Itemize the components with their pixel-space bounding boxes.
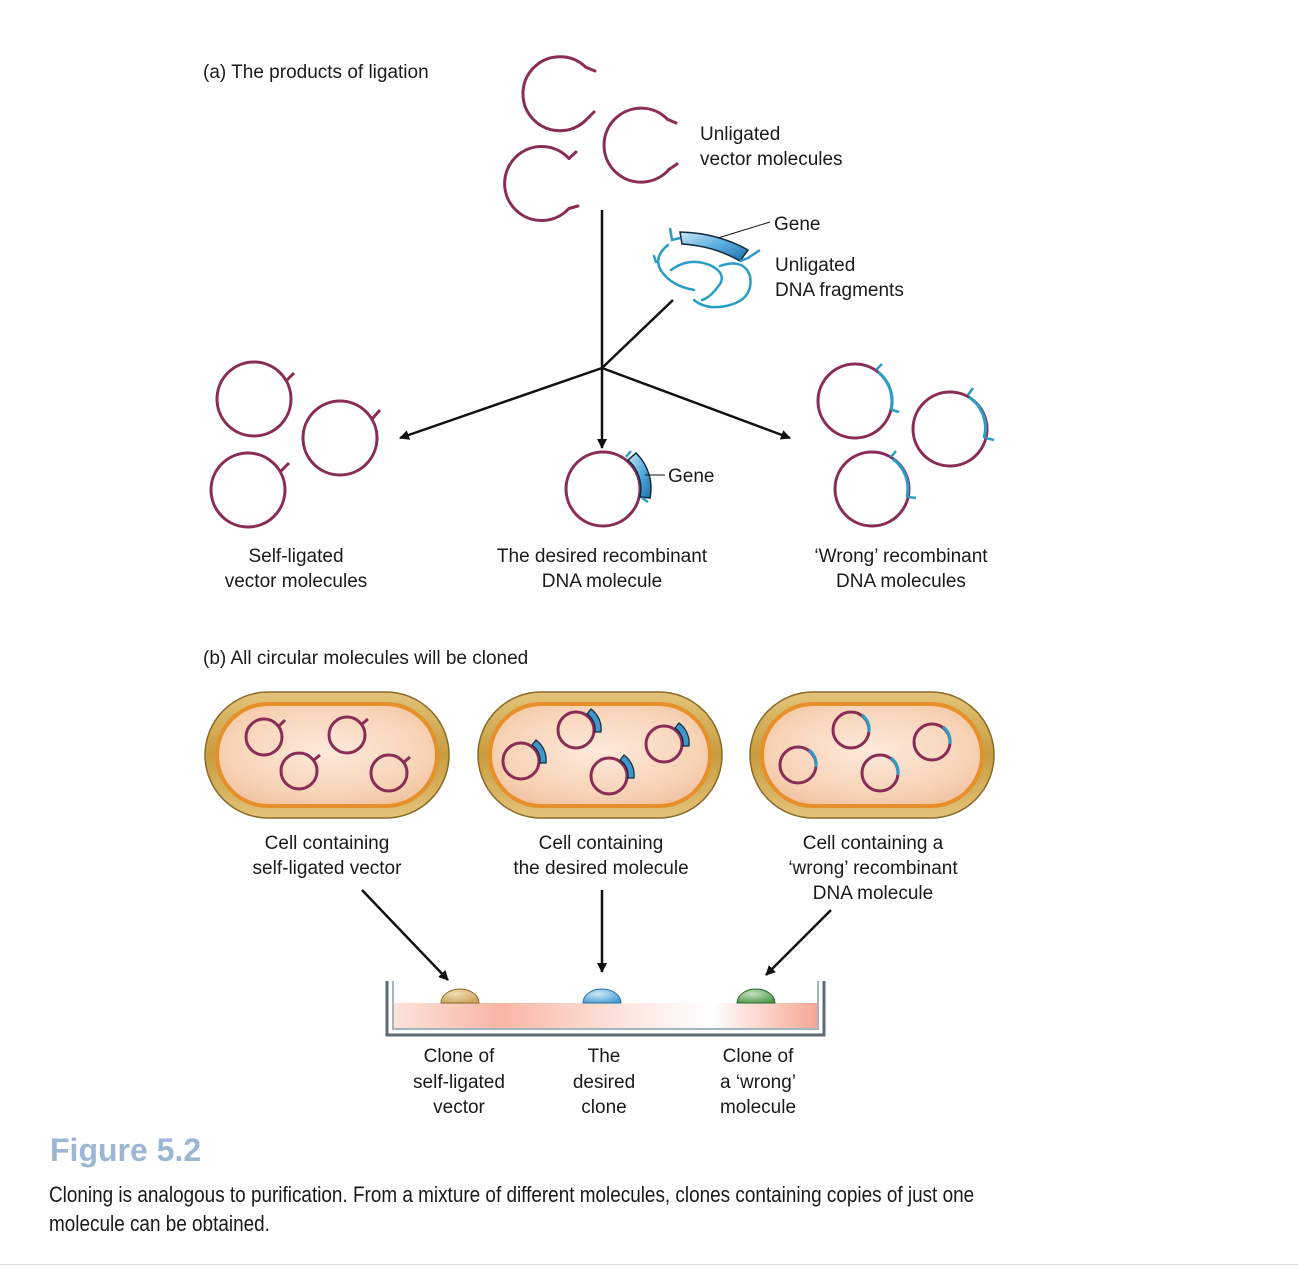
cell-desired-molecule — [477, 691, 723, 819]
clone-3-label-line2: a ‘wrong’ — [720, 1072, 796, 1093]
self-ligated-vector-2 — [301, 399, 382, 477]
gene-segment — [668, 227, 761, 263]
desired-gene-label: Gene — [668, 466, 714, 487]
figure-title: Figure 5.2 — [50, 1132, 202, 1168]
unligated-fragments-label-line1: Unligated — [775, 255, 855, 276]
wrong-recombinant-1 — [816, 362, 900, 440]
cell-3-label-line3: DNA molecule — [813, 883, 933, 904]
desired-label-line1: The desired recombinant — [497, 546, 708, 567]
self-ligated-vector-3 — [209, 451, 291, 529]
panel-a-heading: (a) The products of ligation — [203, 62, 429, 83]
figure-caption: Cloning is analogous to purification. Fr… — [49, 1182, 975, 1236]
self-ligated-vector-1 — [215, 360, 296, 438]
colony-desired — [582, 988, 622, 1004]
cell-wrong-recombinant — [749, 691, 995, 819]
unligated-fragments-label-line2: DNA fragments — [775, 280, 904, 301]
clone-2-label-line1: The — [588, 1046, 621, 1067]
wrong-label-line1: ‘Wrong’ recombinant — [814, 546, 988, 567]
desired-label-line2: DNA molecule — [542, 571, 662, 592]
unligated-vector-2 — [602, 106, 679, 184]
cell-3-label-line1: Cell containing a — [803, 833, 944, 854]
clone-3-label-line3: molecule — [720, 1097, 796, 1118]
fragment-feed-line — [601, 299, 674, 369]
cell-1-label-line1: Cell containing — [265, 833, 390, 854]
gene-label: Gene — [774, 214, 820, 235]
ligation-arrows — [399, 210, 791, 449]
unligated-vector-label-line2: vector molecules — [700, 149, 843, 170]
clone-2-label-line3: clone — [581, 1097, 626, 1118]
agar-medium — [394, 1003, 817, 1028]
self-ligated-label-line2: vector molecules — [225, 571, 368, 592]
unligated-vector-molecules — [503, 55, 679, 222]
desired-recombinant-molecule — [564, 450, 652, 528]
bottom-divider — [0, 1264, 1298, 1265]
colony-wrong — [736, 988, 776, 1004]
self-ligated-vector-molecules — [209, 360, 382, 529]
unligated-vector-3 — [503, 145, 580, 222]
arrow-cell3-to-plate — [765, 909, 832, 976]
plating-arrows — [361, 889, 832, 981]
arrow-to-self-ligated — [399, 366, 603, 440]
clone-1-label-line1: Clone of — [424, 1046, 495, 1067]
gene-pointer-line — [717, 221, 771, 239]
petri-dish — [385, 981, 826, 1037]
wrong-label-line2: DNA molecules — [836, 571, 966, 592]
colony-self-ligated — [440, 988, 480, 1004]
wrong-recombinant-2 — [911, 387, 995, 468]
panel-b-heading: (b) All circular molecules will be clone… — [203, 648, 528, 669]
arrow-to-wrong — [601, 366, 791, 440]
clone-3-label-line1: Clone of — [723, 1046, 794, 1067]
unligated-vector-label-line1: Unligated — [700, 124, 780, 145]
cell-2-label-line2: the desired molecule — [513, 858, 688, 879]
cell-3-label-line2: ‘wrong’ recombinant — [788, 858, 958, 879]
arrow-cell1-to-plate — [361, 889, 449, 981]
wrong-recombinant-3 — [833, 450, 917, 528]
clone-2-label-line2: desired — [573, 1072, 635, 1093]
cell-self-ligated-vector — [204, 691, 450, 819]
unligated-vector-1 — [521, 55, 597, 133]
clone-1-label-line2: self-ligated — [413, 1072, 505, 1093]
clone-1-label-line3: vector — [433, 1097, 485, 1118]
wrong-recombinant-molecules — [816, 362, 995, 528]
cell-2-label-line1: Cell containing — [539, 833, 664, 854]
unligated-dna-fragments — [652, 243, 752, 309]
self-ligated-label-line1: Self-ligated — [248, 546, 343, 567]
cell-1-label-line2: self-ligated vector — [253, 858, 403, 879]
cloning-diagram: (a) The products of ligation Unligated v… — [203, 55, 995, 1118]
